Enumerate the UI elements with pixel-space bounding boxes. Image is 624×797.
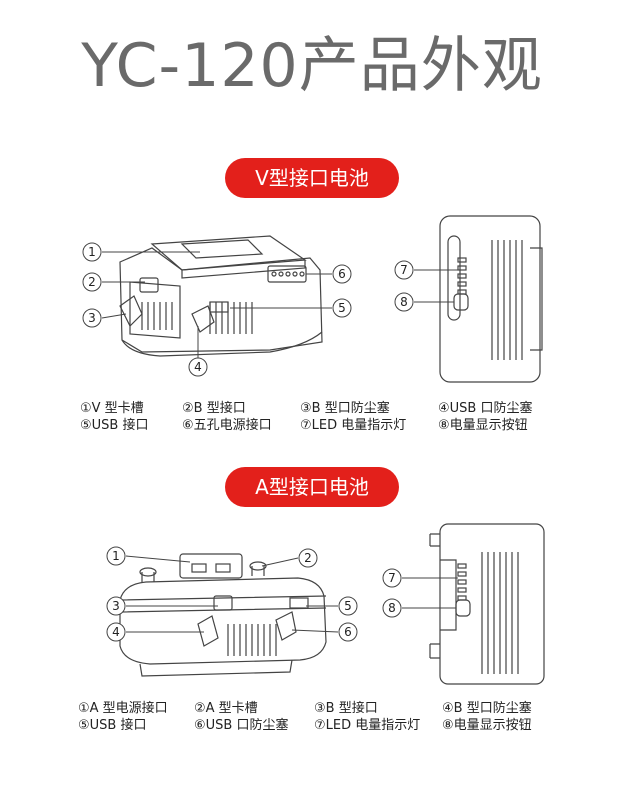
v-battery-front-illustration: 1 2 3 4 5 6: [82, 235, 352, 377]
a-callout-5: 5: [344, 599, 352, 613]
a-battery-front-illustration: 1 2 3 4 5 6: [106, 546, 358, 677]
page-title: YC-120产品外观: [81, 31, 543, 101]
a-callout-1: 1: [112, 549, 120, 563]
a-callout-7: 7: [388, 571, 396, 585]
v-callout-5: 5: [338, 301, 346, 315]
a-legend-1: ①A 型电源接口: [78, 701, 168, 716]
v-legend-3: ③B 型口防尘塞: [300, 401, 390, 416]
v-callout-7: 7: [400, 263, 408, 277]
v-legend-5: ⑤USB 接口: [80, 418, 149, 433]
v-legend-6: ⑥五孔电源接口: [182, 418, 272, 433]
a-legend-3: ③B 型接口: [314, 701, 378, 716]
a-legend-7: ⑦LED 电量指示灯: [314, 718, 421, 733]
a-legend-4: ④B 型口防尘塞: [442, 701, 532, 716]
v-callout-6: 6: [338, 267, 346, 281]
section-heading-v: V型接口电池: [225, 158, 399, 198]
v-battery-side-illustration: 7 8: [394, 215, 543, 383]
v-legend-2: ②B 型接口: [182, 401, 246, 416]
v-callout-2: 2: [88, 275, 96, 289]
v-callout-3: 3: [88, 311, 96, 325]
v-callout-4: 4: [194, 360, 202, 374]
v-legend-7: ⑦LED 电量指示灯: [300, 418, 407, 433]
a-callout-6: 6: [344, 625, 352, 639]
section-heading-a: A型接口电池: [225, 467, 399, 507]
a-legend-8: ⑧电量显示按钮: [442, 718, 532, 733]
a-callout-2: 2: [304, 551, 312, 565]
v-legend-1: ①V 型卡槽: [80, 401, 144, 416]
a-callout-8: 8: [388, 601, 396, 615]
a-callout-3: 3: [112, 599, 120, 613]
a-legend-5: ⑤USB 接口: [78, 718, 147, 733]
v-legend-4: ④USB 口防尘塞: [438, 401, 533, 416]
v-callout-8: 8: [400, 295, 408, 309]
a-legend-6: ⑥USB 口防尘塞: [194, 718, 289, 733]
v-callout-1: 1: [88, 245, 96, 259]
a-battery-side-illustration: 7 8: [382, 523, 545, 685]
v-legend-8: ⑧电量显示按钮: [438, 418, 528, 433]
a-legend-2: ②A 型卡槽: [194, 701, 258, 716]
a-callout-4: 4: [112, 625, 120, 639]
